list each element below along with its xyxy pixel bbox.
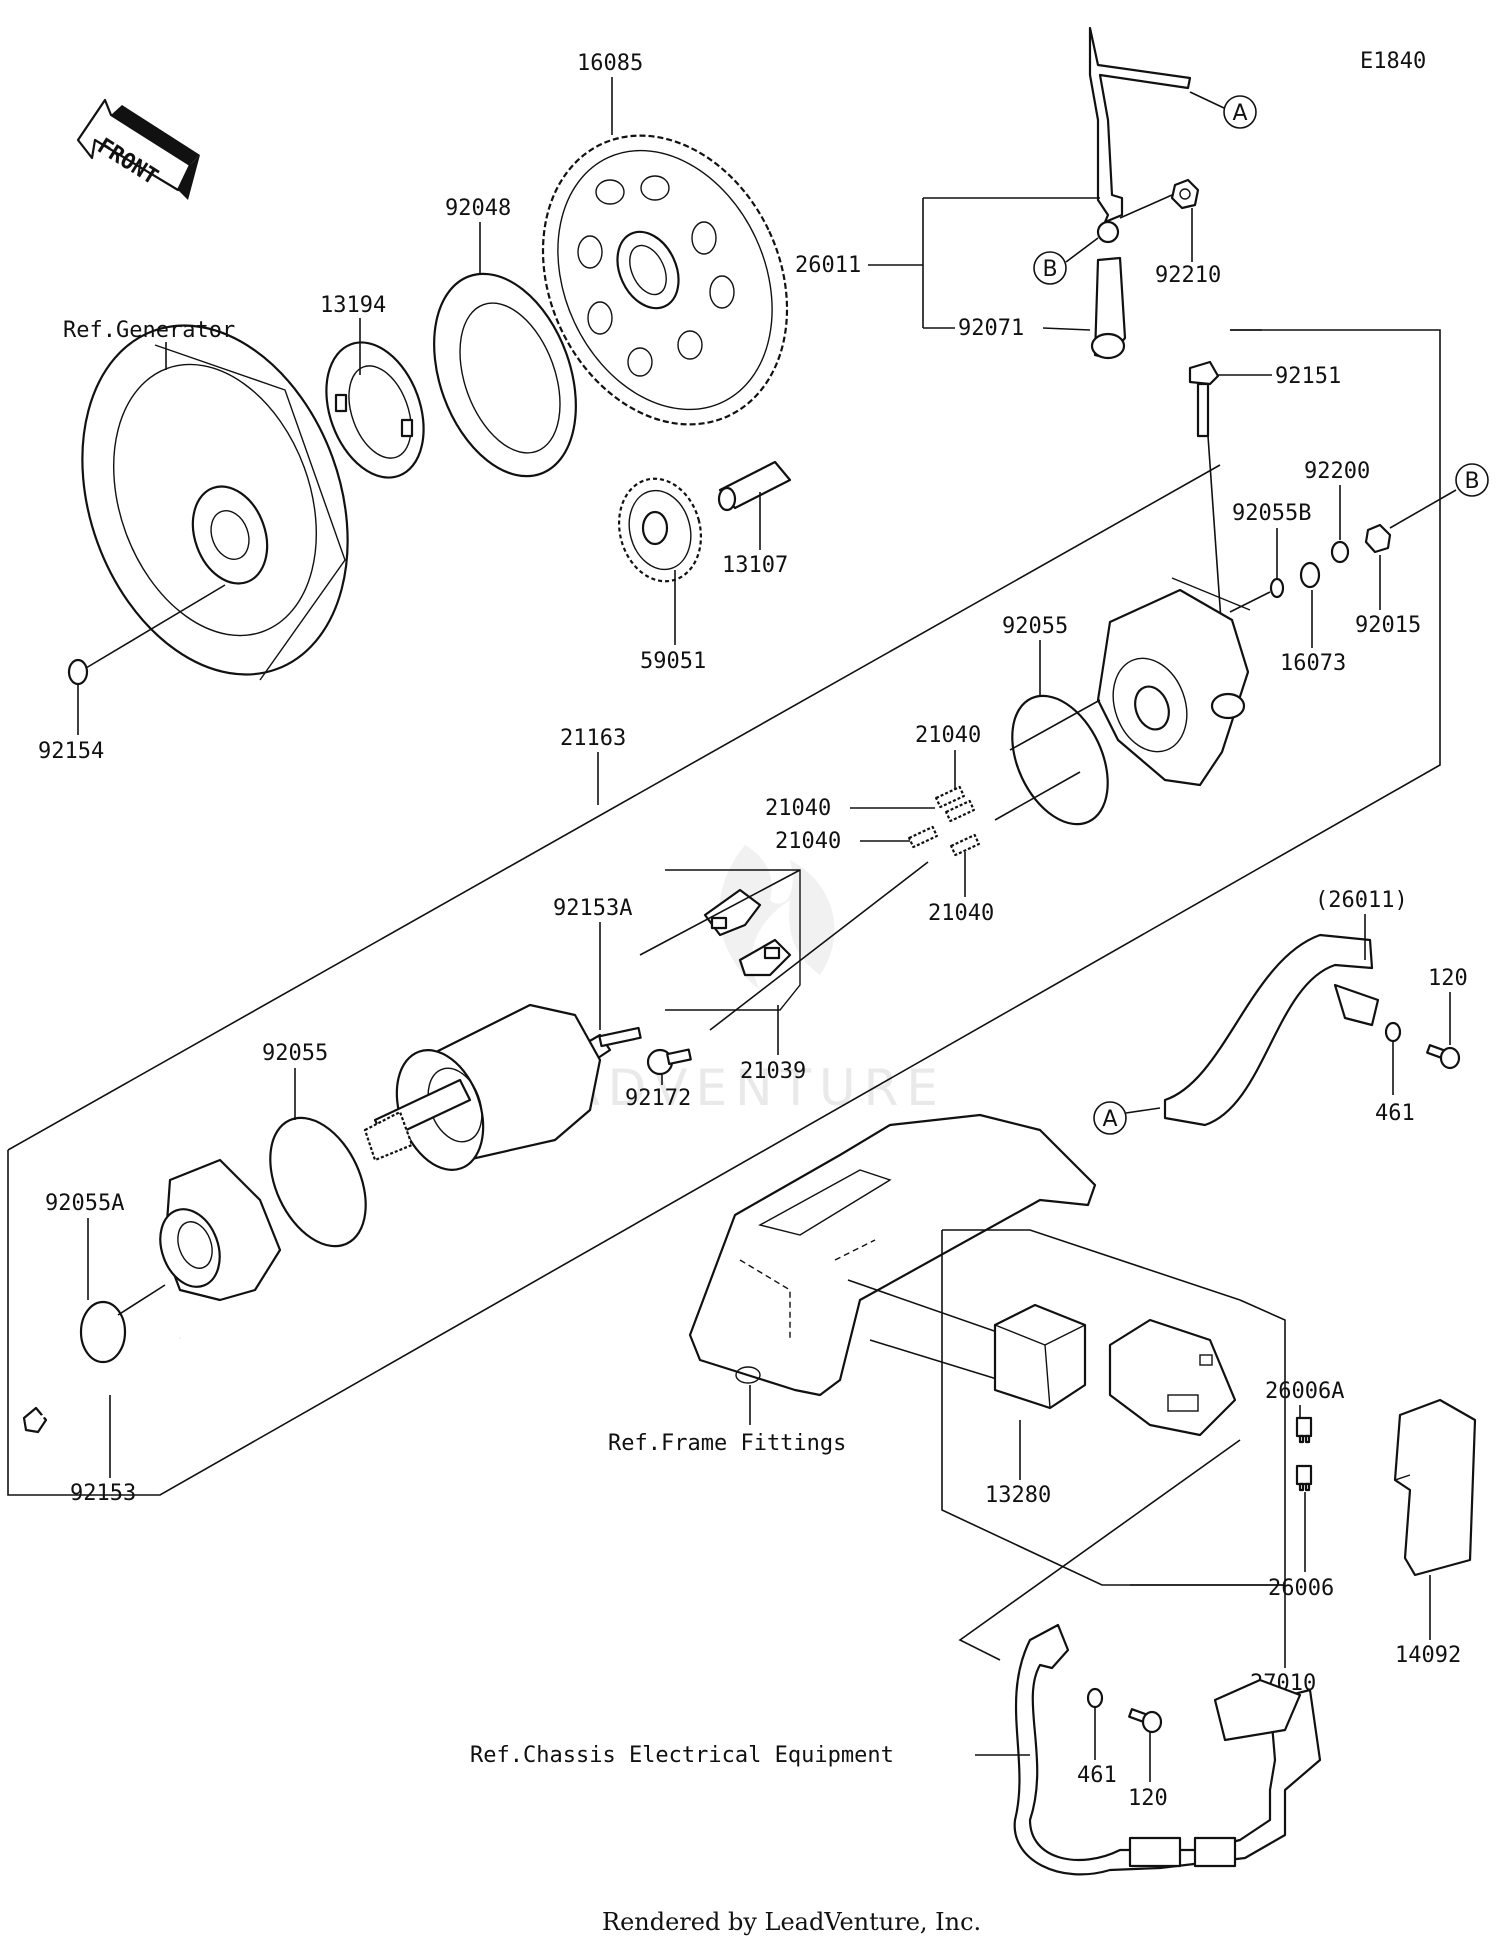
set-outline-21163-right (7, 329, 1441, 1496)
bolt-92151 (1188, 360, 1220, 438)
part-label-461-top[interactable]: 461 (1375, 1101, 1415, 1126)
part-label-92055-mid[interactable]: 92055 (262, 1041, 328, 1066)
connector-b-right: B (1464, 469, 1479, 494)
part-label-13280[interactable]: 13280 (985, 1483, 1051, 1508)
connector-a-circle (1223, 95, 1257, 129)
part-label-92200[interactable]: 92200 (1304, 459, 1370, 484)
part-label-461-bottom[interactable]: 461 (1077, 1763, 1117, 1788)
part-label-92048[interactable]: 92048 (445, 196, 511, 221)
washer-92055B (1269, 577, 1285, 599)
fuse-26006 (1295, 1464, 1313, 1492)
part-label-26011[interactable]: 26011 (795, 253, 861, 278)
bearing-92048 (433, 272, 577, 478)
footer-credit: Rendered by LeadVenture, Inc. (602, 1908, 981, 1936)
starter-gear-16085 (541, 134, 789, 426)
brush-holder-21039 (665, 869, 801, 1011)
screw-92172 (646, 1048, 692, 1076)
part-label-92172[interactable]: 92172 (625, 1086, 691, 1111)
generator-rotor (81, 324, 349, 681)
part-label-26011-paren[interactable]: (26011) (1315, 888, 1408, 913)
part-label-120-bottom[interactable]: 120 (1128, 1786, 1168, 1811)
part-label-21040-b[interactable]: 21040 (765, 796, 831, 821)
starter-relay-13280 (993, 1303, 1087, 1410)
part-label-16085[interactable]: 16085 (577, 51, 643, 76)
connector-b-left: B (1042, 257, 1057, 282)
part-label-21040-d[interactable]: 21040 (928, 901, 994, 926)
starter-front-cover (159, 1158, 282, 1302)
ref-chassis-label[interactable]: Ref.Chassis Electrical Equipment (470, 1743, 894, 1768)
nut-92210 (1170, 178, 1200, 210)
part-label-92055A[interactable]: 92055A (45, 1191, 124, 1216)
o-ring-92055-top (1011, 694, 1109, 826)
part-label-92071[interactable]: 92071 (958, 316, 1024, 341)
ref-generator-label[interactable]: Ref.Generator (63, 318, 235, 343)
part-label-21163[interactable]: 21163 (560, 726, 626, 751)
screw-92154 (67, 584, 226, 686)
washer-461-bottom (1086, 1687, 1104, 1709)
diagram-code: E1840 (1360, 49, 1426, 74)
starter-clutch-13194 (325, 341, 425, 479)
part-label-21039[interactable]: 21039 (740, 1059, 806, 1084)
washer-461-top (1384, 1021, 1402, 1043)
starter-rear-cover (1096, 577, 1251, 787)
starter-cable-26011 (1088, 26, 1192, 360)
ref-frame-fittings-label[interactable]: Ref.Frame Fittings (608, 1431, 846, 1456)
connector-b-right-circle (1455, 463, 1489, 497)
o-ring-92055-mid (269, 1116, 367, 1248)
idler-gear-59051 (617, 477, 703, 583)
brush-springs-21040 (908, 785, 980, 857)
o-ring-92055A (79, 1300, 127, 1364)
bolt-92153 (22, 1336, 181, 1434)
part-label-59051[interactable]: 59051 (640, 649, 706, 674)
fuse-26006A (1295, 1416, 1313, 1444)
part-label-120-top[interactable]: 120 (1428, 966, 1468, 991)
cover-14092 (1393, 1398, 1477, 1577)
connector-a-lower: A (1102, 1107, 1117, 1132)
washer-92200 (1330, 540, 1350, 564)
chassis-wire-harness (1013, 1623, 1322, 1876)
part-label-92055-top[interactable]: 92055 (1002, 614, 1068, 639)
shaft-13107 (717, 460, 792, 512)
screw-92153A (586, 1026, 642, 1060)
part-label-16073[interactable]: 16073 (1280, 651, 1346, 676)
part-label-26006[interactable]: 26006 (1268, 1576, 1334, 1601)
part-label-92210[interactable]: 92210 (1155, 263, 1221, 288)
part-label-13194[interactable]: 13194 (320, 293, 386, 318)
starter-cable-lower (1163, 933, 1380, 1127)
bolt-120-bottom (1128, 1708, 1163, 1734)
part-label-21040-a[interactable]: 21040 (915, 723, 981, 748)
connector-a-lower-circle (1093, 1101, 1127, 1135)
front-arrow-icon: FRONT (76, 98, 200, 200)
part-label-14092[interactable]: 14092 (1395, 1643, 1461, 1668)
connector-a-top: A (1232, 101, 1247, 126)
starter-armature-yoke (363, 1003, 602, 1171)
part-label-21040-c[interactable]: 21040 (775, 829, 841, 854)
bolt-120-top (1426, 1044, 1461, 1070)
connector-b-circle (1033, 251, 1067, 285)
part-label-92055B[interactable]: 92055B (1232, 501, 1311, 526)
part-label-92151[interactable]: 92151 (1275, 364, 1341, 389)
nut-16073 (1299, 561, 1321, 589)
frame-fittings-bracket (688, 1113, 1097, 1397)
part-label-92154[interactable]: 92154 (38, 739, 104, 764)
nut-92015 (1364, 523, 1392, 554)
set-outline-21163-top (7, 464, 1221, 1151)
part-label-92015[interactable]: 92015 (1355, 613, 1421, 638)
relay-box-27010 (1108, 1318, 1237, 1437)
part-label-92153A[interactable]: 92153A (553, 896, 632, 921)
part-label-13107[interactable]: 13107 (722, 553, 788, 578)
part-label-92153[interactable]: 92153 (70, 1481, 136, 1506)
watermark-flame-icon (719, 845, 835, 990)
part-label-26006A[interactable]: 26006A (1265, 1379, 1344, 1404)
